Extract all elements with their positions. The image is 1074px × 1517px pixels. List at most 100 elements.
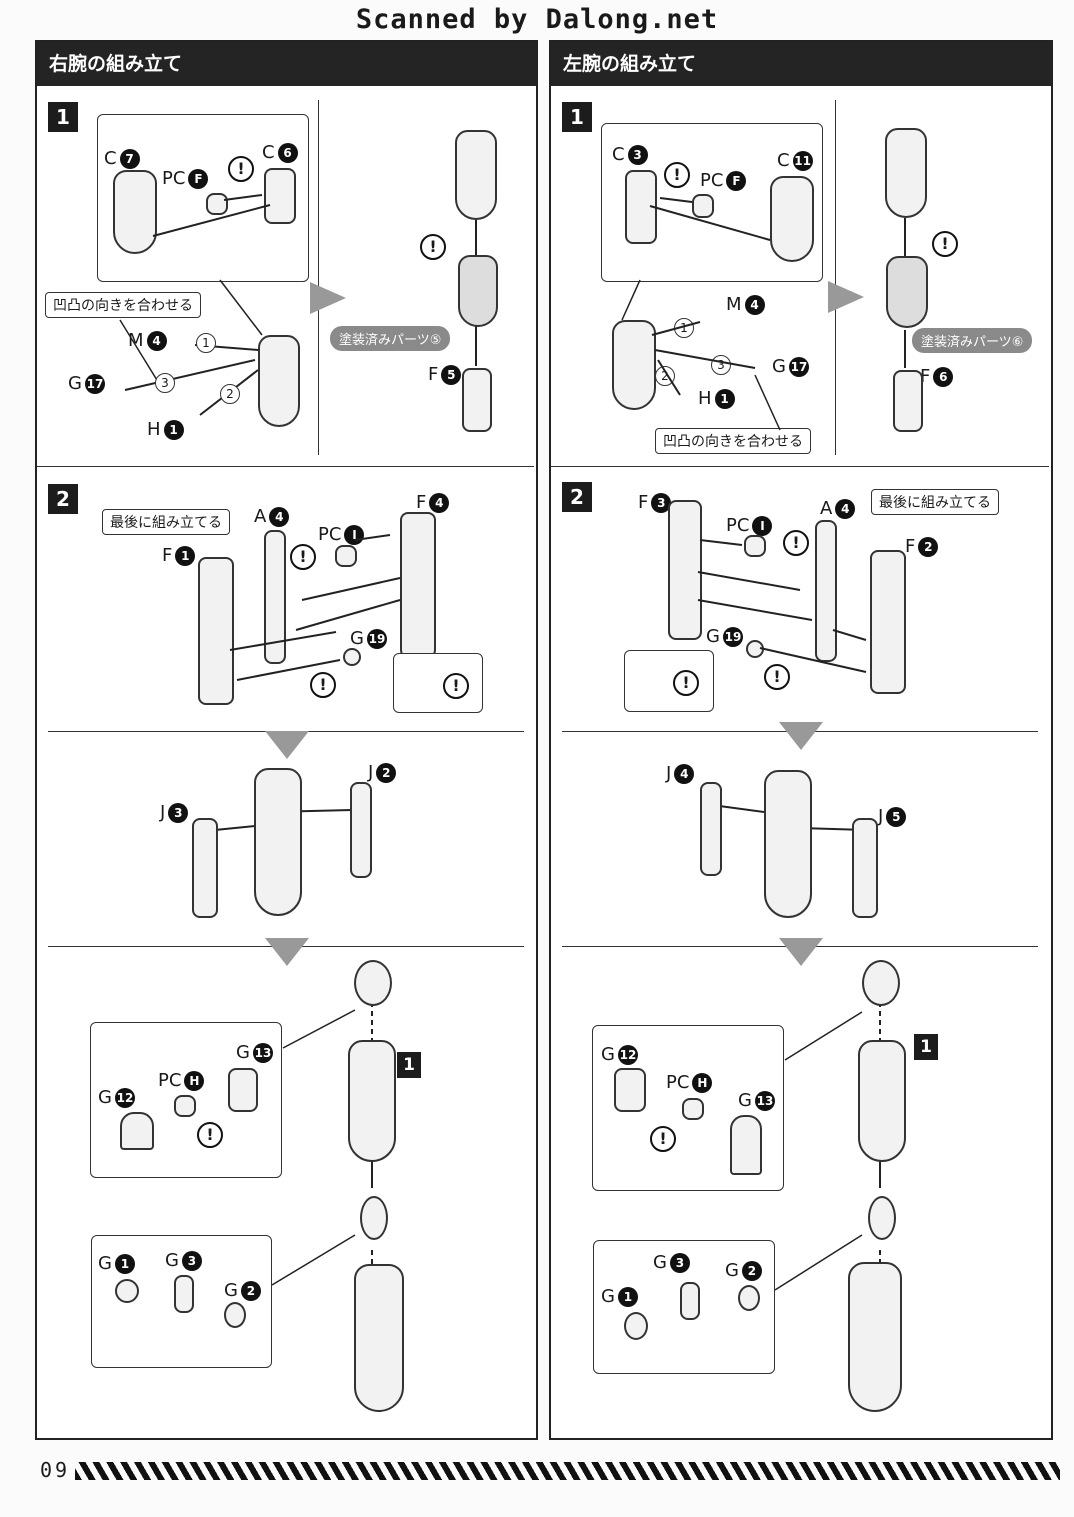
part-f1-shape [198, 557, 234, 705]
part-pc-i-shape [335, 545, 357, 567]
forearm-assembled-shape [254, 768, 302, 916]
part-j2-shape [350, 782, 372, 878]
part-g12-shape [614, 1068, 646, 1112]
elbow-connector-shape [868, 1196, 896, 1240]
part-a4-shape [815, 520, 837, 662]
upper-shell-shape [455, 130, 497, 220]
down-arrow [779, 938, 823, 966]
caution-icon: ! [932, 231, 958, 257]
part-f6-shape [893, 370, 923, 432]
forearm-assembled-shape [764, 770, 812, 918]
down-arrow [265, 938, 309, 966]
part-pc-f-shape [692, 194, 714, 218]
part-g2-shape [738, 1285, 760, 1311]
upper-arm-shape [848, 1262, 902, 1412]
part-j4-shape [700, 782, 722, 876]
caution-icon: ! [310, 672, 336, 698]
step-number: 2 [48, 484, 78, 514]
forearm-assembled-shape [348, 1040, 396, 1162]
part-c11-shape [770, 176, 814, 262]
caution-icon: ! [673, 670, 699, 696]
align-notch-callout: 凹凸の向きを合わせる [655, 428, 811, 454]
caution-icon: ! [650, 1126, 676, 1152]
substep-divider [835, 100, 836, 455]
down-arrow [779, 722, 823, 750]
part-pc-i-shape [744, 535, 766, 557]
substep-3: 3 [155, 373, 175, 393]
part-g12-shape [120, 1112, 154, 1150]
step-number: 1 [562, 102, 592, 132]
part-f4-shape [400, 512, 436, 658]
substep-2: 2 [220, 384, 240, 404]
elbow-connector-shape [360, 1196, 388, 1240]
footer-stripe-bar [75, 1462, 1060, 1480]
painted-part-label: 塗装済みパーツ⑤ [330, 326, 451, 351]
assemble-last-callout: 最後に組み立てる [102, 509, 230, 535]
step-ref-badge: 1 [397, 1052, 421, 1078]
caution-icon: ! [197, 1122, 223, 1148]
forearm-assembled-shape [858, 1040, 906, 1162]
elbow-joint-shape [862, 960, 900, 1006]
part-j3-shape [192, 818, 218, 918]
left-forearm-shell-shape [612, 320, 656, 410]
page-number: 09 [40, 1458, 71, 1482]
caution-icon: ! [764, 664, 790, 690]
part-g3-shape [174, 1275, 194, 1313]
step-ref-badge: 1 [914, 1034, 938, 1060]
scan-banner: Scanned by Dalong.net [355, 4, 719, 35]
painted-part-label: 塗装済みパーツ⑥ [912, 328, 1033, 353]
caution-icon: ! [783, 530, 809, 556]
caution-icon: ! [443, 673, 469, 699]
down-arrow [265, 731, 309, 759]
part-f2-shape [870, 550, 906, 694]
caution-icon: ! [290, 544, 316, 570]
part-a4-shape [264, 530, 286, 664]
detail-inset [624, 650, 714, 712]
caution-icon: ! [664, 162, 690, 188]
upper-shell-shape [885, 128, 927, 218]
substep-divider [318, 100, 319, 455]
painted-part-shape [458, 255, 498, 327]
step-divider [551, 466, 1049, 467]
part-g3-shape [680, 1282, 700, 1320]
caution-icon: ! [228, 156, 254, 182]
part-c6-shape [264, 168, 296, 224]
part-g1-shape [115, 1279, 139, 1303]
painted-part-shape [886, 256, 928, 328]
upper-arm-shape [354, 1264, 404, 1412]
substep-1: 1 [196, 333, 216, 353]
step-number: 1 [48, 102, 78, 132]
part-j5-shape [852, 818, 878, 918]
part-g19-shape [343, 648, 361, 666]
elbow-joint-shape [354, 960, 392, 1006]
part-c7-shape [113, 170, 157, 254]
